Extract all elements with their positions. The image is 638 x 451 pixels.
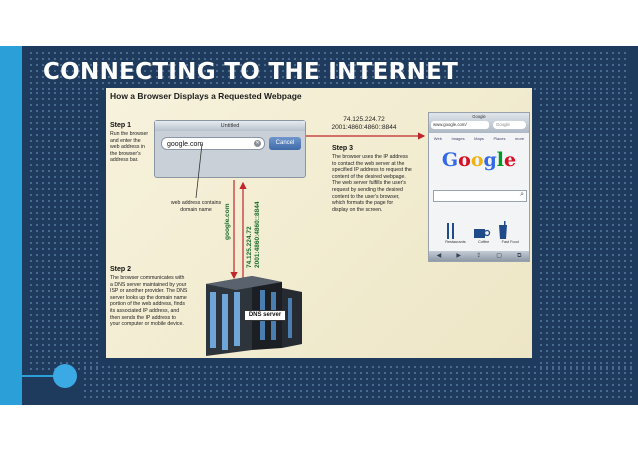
ip-address-top: 74.125.224.72 2001:4860:4860::8844 <box>331 116 397 131</box>
back-icon[interactable]: ◀ <box>436 253 442 259</box>
share-icon[interactable]: ⇪ <box>476 253 482 259</box>
phone-tabs: Web Images Maps Places more <box>429 135 529 143</box>
step1-text: Run the browser and enter the web addres… <box>110 131 149 164</box>
slide-title: CONNECTING TO THE INTERNET <box>43 59 459 85</box>
phone-page-title: Google <box>472 114 486 119</box>
address-bar-input[interactable]: google.com <box>161 137 265 150</box>
vertical-domain-label: google.com <box>224 203 231 240</box>
domain-callout: web address contains domain name <box>170 200 222 213</box>
logo-letter: g <box>483 149 497 171</box>
restaurants-icon <box>447 223 454 239</box>
dns-server-label: DNS server <box>244 310 286 321</box>
step1-heading: Step 1 <box>110 122 132 129</box>
vertical-ip-label-2: 2001:4860:4860::8844 <box>254 201 261 269</box>
tab-images[interactable]: Images <box>451 136 465 141</box>
left-accent-bar <box>0 46 22 405</box>
tab-web[interactable]: Web <box>433 136 442 141</box>
cancel-button[interactable]: Cancel <box>269 137 301 150</box>
phone-nav-bar: ◀ ▶ ⇪ ▢ ⧉ <box>429 251 529 261</box>
coffee-icon <box>474 229 491 238</box>
dot-pattern-top <box>28 50 628 90</box>
logo-letter: e <box>504 149 517 171</box>
step2-text: The browser communicates with a DNS serv… <box>110 275 188 328</box>
google-logo: Google <box>429 149 529 171</box>
tab-places[interactable]: Places <box>493 136 506 141</box>
forward-icon[interactable]: ▶ <box>456 253 461 259</box>
bookmarks-icon[interactable]: ▢ <box>496 253 502 259</box>
browser-window: Untitled google.com ✕ Cancel <box>154 120 306 178</box>
category-icons <box>447 221 507 239</box>
logo-letter: l <box>496 149 505 171</box>
diagram-figure: How a Browser Displays a Requested Webpa… <box>106 88 532 358</box>
label-restaurants[interactable]: Restaurants <box>445 240 466 244</box>
logo-letter: o <box>458 149 471 171</box>
google-search-box[interactable]: ⌕ <box>433 190 527 202</box>
figure-title: How a Browser Displays a Requested Webpa… <box>110 91 302 101</box>
dot-pattern-left <box>28 90 100 370</box>
category-labels: Restaurants Coffee Fast Food <box>439 240 525 244</box>
logo-letter: o <box>470 149 484 171</box>
step3-heading: Step 3 <box>332 145 354 152</box>
step3-text: The browser uses the IP address to conta… <box>332 154 412 213</box>
pages-icon[interactable]: ⧉ <box>517 253 522 259</box>
dot-pattern-right <box>538 90 634 370</box>
accent-line <box>0 375 58 377</box>
dot-pattern-bottom <box>82 364 634 402</box>
phone-url-input[interactable]: www.google.com/ <box>431 121 489 129</box>
accent-circle <box>53 364 77 388</box>
label-coffee[interactable]: Coffee <box>478 240 490 244</box>
tab-maps[interactable]: Maps <box>474 136 484 141</box>
callout-line <box>195 143 203 199</box>
phone-toolbar: Google www.google.com/ Google <box>429 113 529 133</box>
step2-heading: Step 2 <box>110 266 132 273</box>
search-icon[interactable]: ⌕ <box>520 191 524 198</box>
phone-search-input[interactable]: Google <box>493 121 526 129</box>
browser-window-title: Untitled <box>155 121 305 131</box>
tab-more[interactable]: more <box>515 136 525 141</box>
vertical-ip-label-1: 74.125.224.72 <box>246 226 253 268</box>
phone-browser: Google www.google.com/ Google Web Images… <box>428 112 530 262</box>
logo-letter: G <box>441 149 459 171</box>
label-fast-food[interactable]: Fast Food <box>501 240 519 244</box>
fast-food-icon <box>499 221 507 239</box>
clear-icon[interactable]: ✕ <box>254 140 261 147</box>
